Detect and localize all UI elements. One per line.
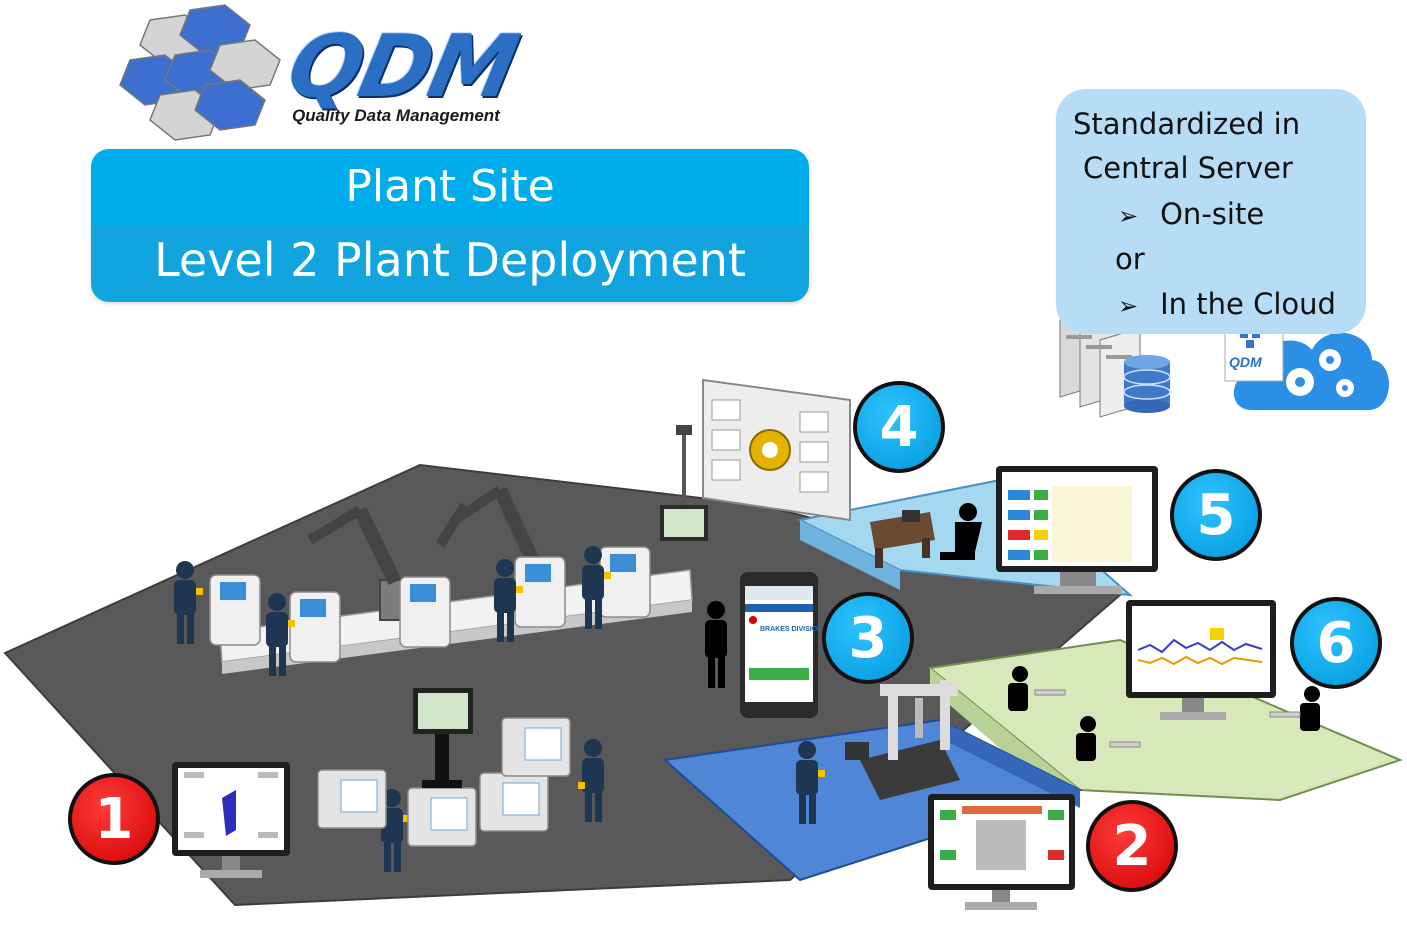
banner-subtitle: Level 2 Plant Deployment (91, 233, 809, 287)
cloud-badge-wordmark: QDM (1229, 354, 1262, 370)
central-line-1: Standardized in (1073, 107, 1300, 141)
database-icon (1124, 355, 1170, 413)
monitor-2 (928, 794, 1075, 910)
arrow-bullet-icon: ➢ (1118, 202, 1138, 230)
cloud-label: In the Cloud (1160, 287, 1336, 321)
central-server-callout: Standardized in Central Server ➢On-site … (1056, 89, 1366, 334)
arrow-bullet-icon: ➢ (1118, 292, 1138, 320)
central-line-2: Central Server (1083, 151, 1293, 185)
small-display (660, 505, 708, 541)
marker-6: 6 (1290, 597, 1382, 689)
marker-4: 4 (853, 381, 945, 473)
central-option-cloud: ➢ In the Cloud (1118, 287, 1336, 321)
central-option-onsite: ➢ On-site (1118, 197, 1264, 231)
marker-2: 2 (1086, 800, 1178, 892)
marker-1: 1 (68, 773, 160, 865)
marker-5: 5 (1170, 469, 1262, 561)
central-connector: or (1115, 242, 1145, 276)
phone-division-label: BRAKES DIVISION (760, 626, 822, 633)
phone-3 (740, 572, 818, 718)
qdm-tagline: Quality Data Management (292, 106, 500, 126)
banner-title: Plant Site (91, 161, 809, 212)
onsite-label: On-site (1160, 197, 1264, 231)
qdm-logo-mark (120, 5, 280, 140)
title-banner: Plant Site Level 2 Plant Deployment (91, 149, 809, 302)
qdm-wordmark: QDM (281, 24, 523, 110)
marker-3: 3 (822, 592, 914, 684)
